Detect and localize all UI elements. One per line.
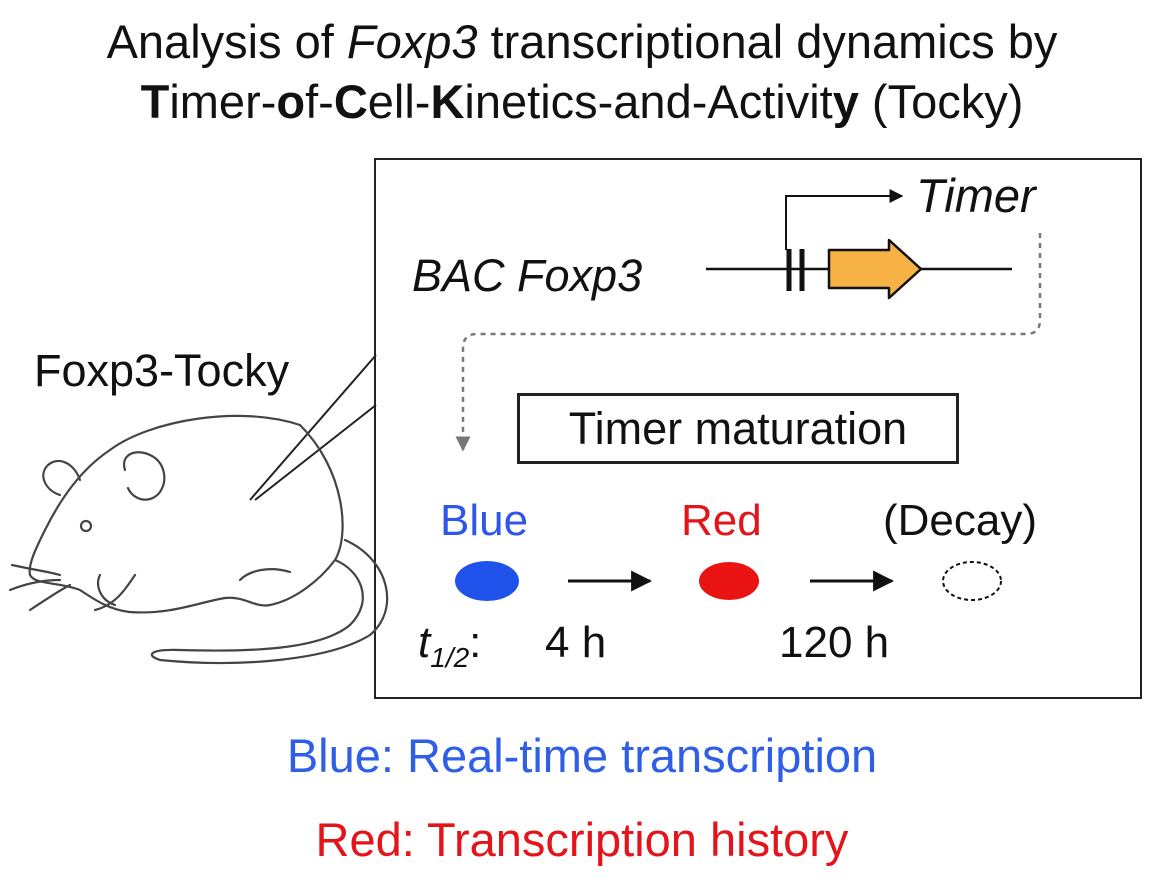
- title-acronym-letter: y: [832, 75, 859, 128]
- title-line-1: Analysis of Foxp3 transcriptional dynami…: [0, 16, 1164, 68]
- halflife-subscript: 1/2: [430, 641, 470, 673]
- title-text: (Tocky): [858, 75, 1024, 128]
- state-label-blue: Blue: [440, 496, 529, 545]
- title-line-2: Timer-of-Cell-Kinetics-and-Activity (Toc…: [0, 76, 1164, 128]
- title-text: Analysis of: [106, 15, 347, 68]
- title-acronym-letter: C: [333, 75, 368, 128]
- title-text: ell-: [367, 75, 431, 128]
- maturation-title: Timer maturation: [568, 403, 908, 454]
- halflife-label: t1/2:: [418, 618, 481, 674]
- maturation-title-box: Timer maturation: [517, 393, 959, 464]
- legend-red: Red: Transcription history: [315, 813, 849, 866]
- title-text: inetics-and-Activit: [464, 75, 833, 128]
- title-text: transcriptional dynamics by: [477, 15, 1058, 68]
- reporter-label: Timer: [916, 169, 1036, 222]
- callout-line-top: [249, 354, 377, 501]
- title-gene-name: Foxp3: [346, 15, 478, 68]
- title-text: f-: [305, 75, 334, 128]
- mouse-drawing: [8, 414, 389, 665]
- state-label-red: Red: [681, 496, 762, 545]
- title-acronym-letter: T: [140, 75, 170, 128]
- halflife-red-value: 120 h: [779, 618, 890, 667]
- red-timer-ellipse: [699, 562, 759, 600]
- state-label-decay: (Decay): [883, 496, 1038, 545]
- construct-label: BAC Foxp3: [412, 250, 643, 301]
- title-acronym-letter: o: [276, 75, 306, 128]
- timer-gene-arrow: [827, 238, 923, 300]
- legend-blue: Blue: Real-time transcription: [286, 729, 878, 782]
- blue-timer-ellipse: [455, 561, 519, 601]
- halflife-blue-value: 4 h: [545, 618, 607, 667]
- halflife-colon: :: [469, 618, 482, 667]
- title-acronym-letter: K: [430, 75, 465, 128]
- title-text: imer-: [169, 75, 277, 128]
- detail-panel: [374, 158, 1142, 699]
- mouse-label: Foxp3-Tocky: [34, 345, 290, 396]
- halflife-symbol: t: [418, 618, 431, 667]
- callout-line-bottom: [254, 404, 377, 501]
- decay-ellipse: [942, 561, 1002, 601]
- transcription-start-arrow: [785, 189, 904, 250]
- dashed-connector: [455, 233, 1042, 452]
